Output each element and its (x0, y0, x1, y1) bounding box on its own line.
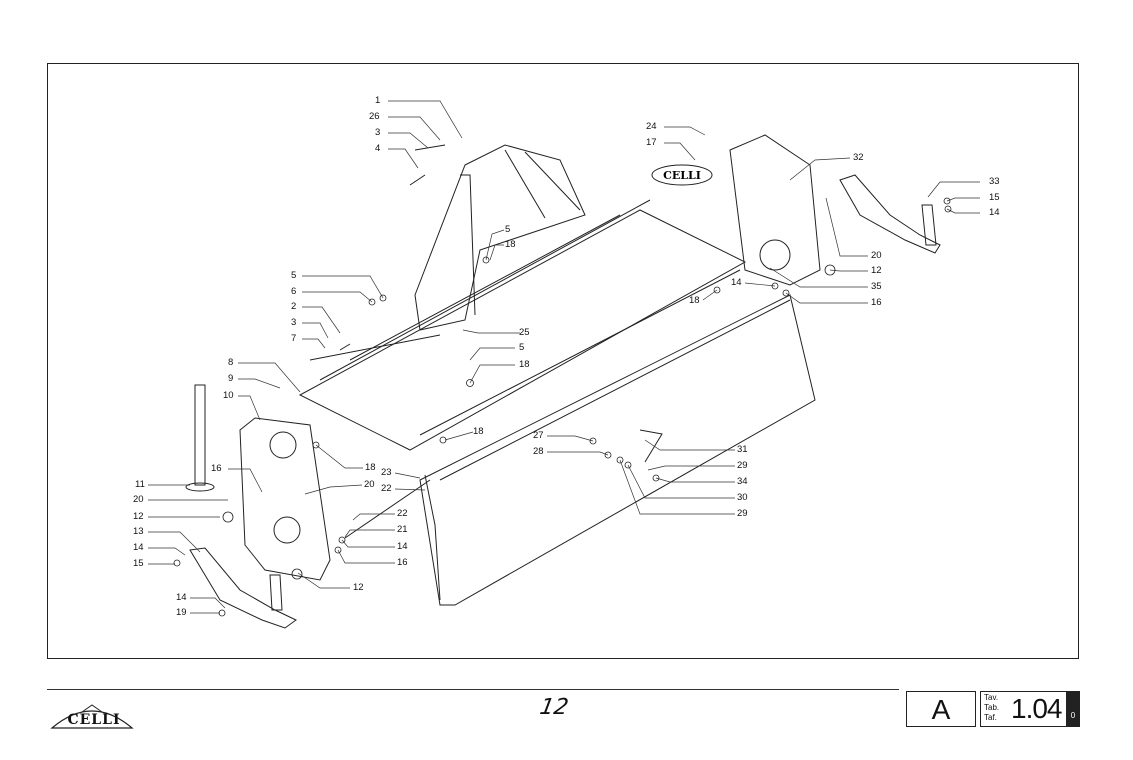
footer-divider (47, 689, 899, 690)
callout-23: 23 (381, 467, 392, 478)
callout-15: 15 (133, 558, 144, 569)
callout-14: 14 (731, 277, 742, 288)
main-frame (298, 209, 747, 451)
support-pin (194, 384, 206, 486)
callout-18: 18 (505, 239, 516, 250)
callout-9: 9 (228, 373, 234, 384)
table-number: 1.04 (1011, 693, 1062, 724)
callout-27: 27 (533, 430, 544, 441)
callout-6: 6 (291, 286, 297, 297)
callout-18: 18 (689, 295, 700, 306)
callout-16: 16 (871, 297, 882, 308)
logo-text: CELLI (67, 712, 121, 728)
callout-3: 3 (375, 127, 381, 138)
callout-22: 22 (381, 483, 392, 494)
callout-7: 7 (291, 333, 297, 344)
callout-29: 29 (737, 460, 748, 471)
callout-28: 28 (533, 446, 544, 457)
callout-31: 31 (737, 444, 748, 455)
callout-2: 2 (291, 301, 297, 312)
callout-5: 5 (291, 270, 297, 281)
side-plate-left (239, 417, 331, 581)
callout-13: 13 (133, 526, 144, 537)
callout-12: 12 (133, 511, 144, 522)
table-number-block: Tav. Tab. Taf. 1.04 (980, 691, 1068, 727)
callout-10: 10 (223, 390, 234, 401)
callout-5: 5 (519, 342, 525, 353)
callout-12: 12 (353, 582, 364, 593)
table-labels: Tav. Tab. Taf. (984, 693, 1000, 722)
skid-right (839, 174, 941, 254)
callout-25: 25 (519, 327, 530, 338)
page-mark: 12 (537, 695, 571, 720)
rear-hood (419, 294, 816, 606)
callout-14: 14 (397, 541, 408, 552)
skid-left (189, 547, 297, 629)
section-letter: A (906, 691, 976, 727)
callout-20: 20 (133, 494, 144, 505)
callout-17: 17 (646, 137, 657, 148)
callout-8: 8 (228, 357, 234, 368)
callout-14: 14 (176, 592, 187, 603)
callout-34: 34 (737, 476, 748, 487)
callout-29: 29 (737, 508, 748, 519)
callout-18: 18 (365, 462, 376, 473)
revision-badge: 0 (1066, 691, 1080, 727)
callout-20: 20 (871, 250, 882, 261)
callout-18: 18 (473, 426, 484, 437)
callout-15: 15 (989, 192, 1000, 203)
callout-30: 30 (737, 492, 748, 503)
callout-3: 3 (291, 317, 297, 328)
decal-label: CELLI (663, 169, 701, 182)
callout-5: 5 (505, 224, 511, 235)
callout-14: 14 (133, 542, 144, 553)
callout-24: 24 (646, 121, 657, 132)
callout-11: 11 (135, 479, 145, 490)
callout-22: 22 (397, 508, 408, 519)
celli-logo: CELLI (48, 700, 136, 734)
callout-35: 35 (871, 281, 882, 292)
callout-20: 20 (364, 479, 375, 490)
callout-32: 32 (853, 152, 864, 163)
callout-18: 18 (519, 359, 530, 370)
drawing-frame (47, 63, 1079, 659)
callout-26: 26 (369, 111, 380, 122)
levelling-rod (344, 429, 663, 539)
callout-12: 12 (871, 265, 882, 276)
headstock-frame (414, 144, 586, 331)
callout-4: 4 (375, 143, 381, 154)
callout-1: 1 (375, 95, 381, 106)
side-plate-right (729, 134, 821, 286)
callout-21: 21 (397, 524, 408, 535)
callout-16: 16 (397, 557, 408, 568)
callout-19: 19 (176, 607, 187, 618)
callout-14: 14 (989, 207, 1000, 218)
callout-16: 16 (211, 463, 222, 474)
callout-33: 33 (989, 176, 1000, 187)
